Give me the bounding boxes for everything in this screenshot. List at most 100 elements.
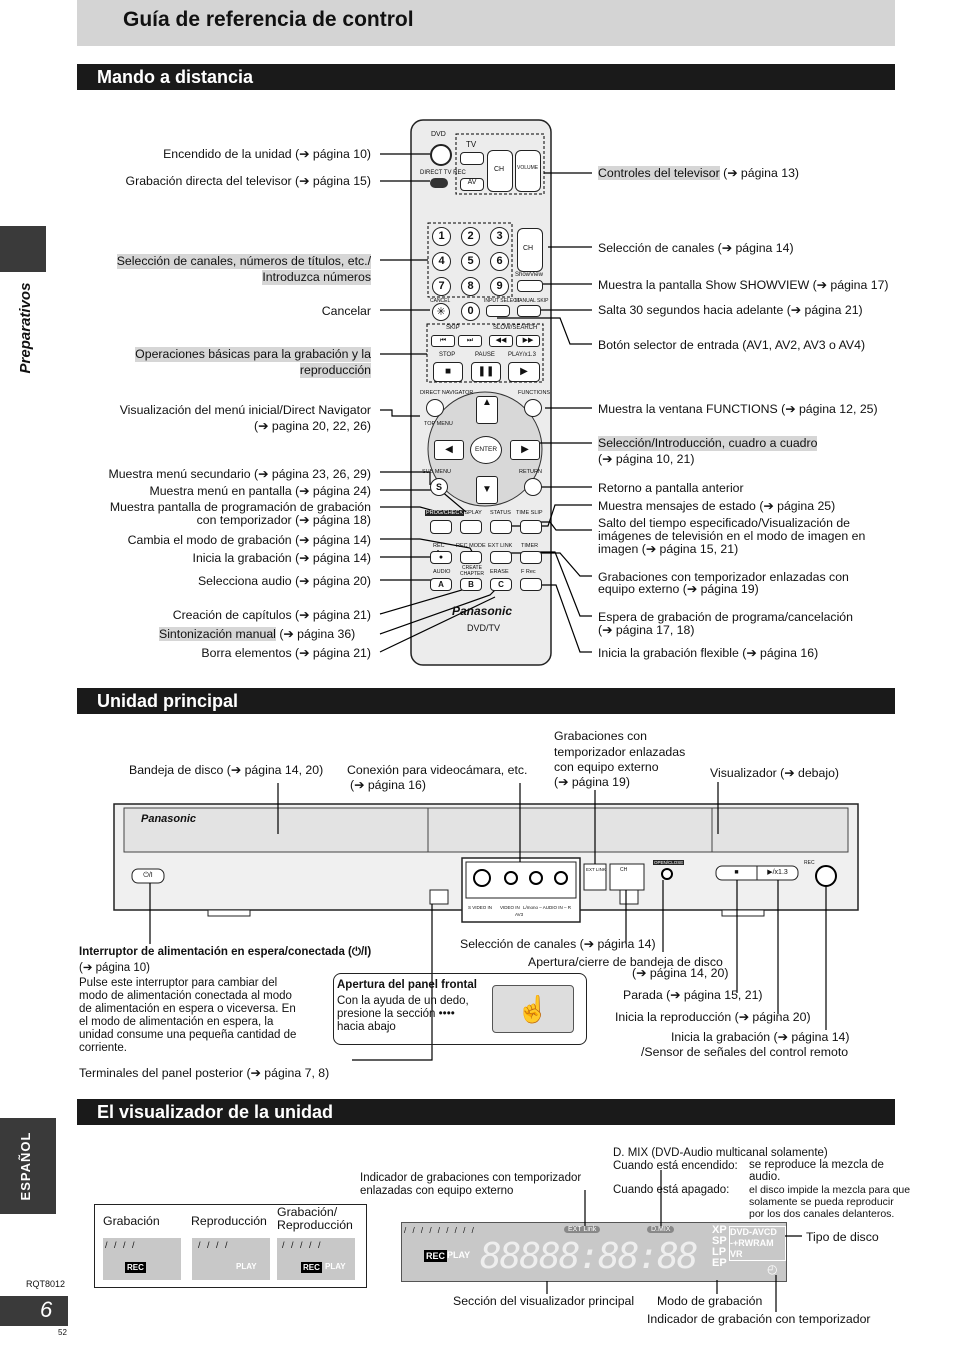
fast-forward-button[interactable]: ▶▶: [516, 335, 540, 347]
ext-link-button[interactable]: [490, 551, 512, 564]
rear-terminals-callout: Terminales del panel posterior (➔ página…: [79, 1066, 330, 1080]
unit-rec-button[interactable]: [816, 866, 836, 886]
section-remote: Mando a distancia: [77, 64, 895, 90]
callout-tv-controls-label: Controles del televisor: [598, 166, 720, 180]
showview-button[interactable]: [517, 280, 543, 292]
digit-button-9[interactable]: 9: [490, 277, 509, 296]
digit-button-4[interactable]: 4: [432, 252, 451, 271]
pause-button[interactable]: ❚❚: [471, 362, 501, 382]
mode-example-box: [94, 1204, 367, 1288]
timer-button[interactable]: [520, 551, 542, 564]
cursor-down-button[interactable]: ▼: [476, 476, 498, 504]
skip-forward-button[interactable]: ⏭: [458, 335, 482, 347]
skip-back-button[interactable]: ⏮: [431, 335, 455, 347]
callout-ext-link-2: equipo externo (➔ página 19): [598, 582, 759, 596]
pause-label: PAUSE: [475, 352, 495, 358]
lcd-dmix: D.MIX: [647, 1226, 675, 1233]
tv-volume-rocker[interactable]: [515, 150, 541, 192]
status-button[interactable]: [490, 520, 512, 534]
cursor-left-button[interactable]: ◀: [434, 440, 464, 460]
mode-recording-rec: REC: [125, 1262, 146, 1273]
prog-check-label: PROG/CHECK: [425, 510, 464, 516]
cursor-right-button[interactable]: ▶: [510, 440, 540, 460]
ch-rocker[interactable]: [517, 228, 543, 272]
dvd-power-button[interactable]: [430, 144, 452, 166]
digit-button-5[interactable]: 5: [461, 252, 480, 271]
status-label: STATUS: [490, 510, 511, 516]
rec-mode-button[interactable]: [460, 551, 482, 564]
callout-create-chapter: Creación de capítulos (➔ página 21): [172, 608, 371, 622]
callout-sub-menu: Muestra menú secundario (➔ página 23, 26…: [108, 467, 371, 481]
functions-button[interactable]: [524, 399, 542, 417]
remote-brand-logo: Panasonic: [452, 604, 513, 618]
callout-direct-navigator-1: Visualización del menú inicial/Direct Na…: [119, 403, 371, 417]
timer-indicator-callout: Indicador de grabación con temporizador: [647, 1312, 871, 1326]
play-button[interactable]: ▶: [508, 362, 540, 382]
front-panel-desc-line: presione la sección ••••: [337, 1008, 455, 1020]
power-title: Interruptor de alimentación en espera/co…: [79, 946, 372, 958]
cursor-up-button[interactable]: ▲: [476, 396, 498, 424]
time-slip-button[interactable]: [520, 520, 542, 534]
disc-type-callout: Tipo de disco: [806, 1230, 879, 1244]
callout-status: Muestra mensajes de estado (➔ página 25): [598, 499, 836, 513]
showview-label: ShowView: [515, 272, 543, 278]
digit-button-2[interactable]: 2: [461, 227, 480, 246]
return-label: RETURN: [519, 469, 542, 475]
callout-display-unit: Visualizador (➔ debajo): [710, 766, 840, 780]
f-rec-button[interactable]: [520, 578, 542, 591]
side-label-espanol: ESPAÑOL: [18, 1131, 33, 1201]
play-label: PLAY/x1.3: [508, 352, 536, 358]
rewind-button[interactable]: ◀◀: [489, 335, 513, 347]
top-menu-label: TOP MENU: [424, 421, 453, 427]
callout-manual-tuning: Sintonización manual (➔ página 36): [159, 627, 355, 642]
lcd-rec-modes: XP SP LP EP: [712, 1225, 728, 1269]
unit-open-close-button[interactable]: [662, 869, 672, 879]
digit-button-8[interactable]: 8: [461, 277, 480, 296]
input-select-button[interactable]: [486, 305, 510, 317]
callout-time-slip-1: Salto del tiempo especificado/Visualizac…: [598, 516, 851, 530]
sub-menu-button[interactable]: S: [430, 478, 448, 496]
mode-playback-lcd: [192, 1238, 270, 1280]
front-panel-box: [333, 973, 587, 1045]
digit-button-0[interactable]: 0: [461, 302, 480, 321]
front-panel-description: Con la ayuda de un dedo,presione la secc…: [337, 995, 469, 1034]
lcd-disc-type-2: -+RWRAM: [730, 1238, 774, 1248]
prog-check-button[interactable]: [430, 520, 452, 534]
digit-button-1[interactable]: 1: [432, 227, 451, 246]
manual-skip-button[interactable]: [517, 305, 541, 317]
callout-unit-rec-2: /Sensor de señales del control remoto: [641, 1045, 849, 1059]
rec-label: REC: [433, 543, 445, 549]
unit-play-button[interactable]: ▶/x1.3: [767, 869, 788, 876]
callout-cursor-2: (➔ página 10, 21): [598, 452, 695, 466]
digit-button-3[interactable]: 3: [490, 227, 509, 246]
direct-tv-rec-label: DIRECT TV REC: [420, 170, 466, 176]
tv-ch-rocker[interactable]: [487, 150, 513, 192]
unit-power-button[interactable]: ⏻/I: [143, 872, 153, 879]
erase-label: ERASE: [490, 569, 509, 575]
create-chapter-b-button[interactable]: B: [460, 578, 482, 591]
transport-group: [426, 323, 544, 383]
digit-button-6[interactable]: 6: [490, 252, 509, 271]
callout-channel-select-1: Selección de canales, números de títulos…: [116, 254, 371, 269]
callout-basic-ops-2: reproducción: [299, 363, 371, 378]
direct-tv-rec-button[interactable]: [430, 178, 448, 188]
stop-button[interactable]: ■: [433, 362, 463, 382]
unit-brand-logo: Panasonic: [141, 813, 197, 825]
display-button[interactable]: [460, 520, 482, 534]
rec-button[interactable]: ●: [430, 551, 452, 564]
callout-manual-skip: Salta 30 segundos hacia adelante (➔ pági…: [598, 303, 863, 317]
audio-a-button[interactable]: A: [430, 578, 452, 591]
callout-channel-select-2: Introduzca números: [262, 270, 371, 285]
callout-unit-open-close-1: Apertura/cierre de bandeja de disco: [528, 955, 723, 969]
unit-stop-button[interactable]: ■: [734, 869, 739, 876]
lcd-ticks: / / / / / / / / /: [404, 1226, 476, 1235]
cancel-button[interactable]: ✳: [432, 303, 450, 321]
tv-power-button[interactable]: [460, 152, 484, 165]
erase-c-button[interactable]: C: [490, 578, 512, 591]
return-button[interactable]: [524, 478, 542, 496]
tv-av-button[interactable]: AV: [460, 178, 484, 191]
model-number: RQT8012: [26, 1279, 66, 1289]
enter-button[interactable]: ENTER: [470, 436, 502, 464]
digit-button-7[interactable]: 7: [432, 277, 451, 296]
direct-navigator-button[interactable]: [426, 399, 444, 417]
